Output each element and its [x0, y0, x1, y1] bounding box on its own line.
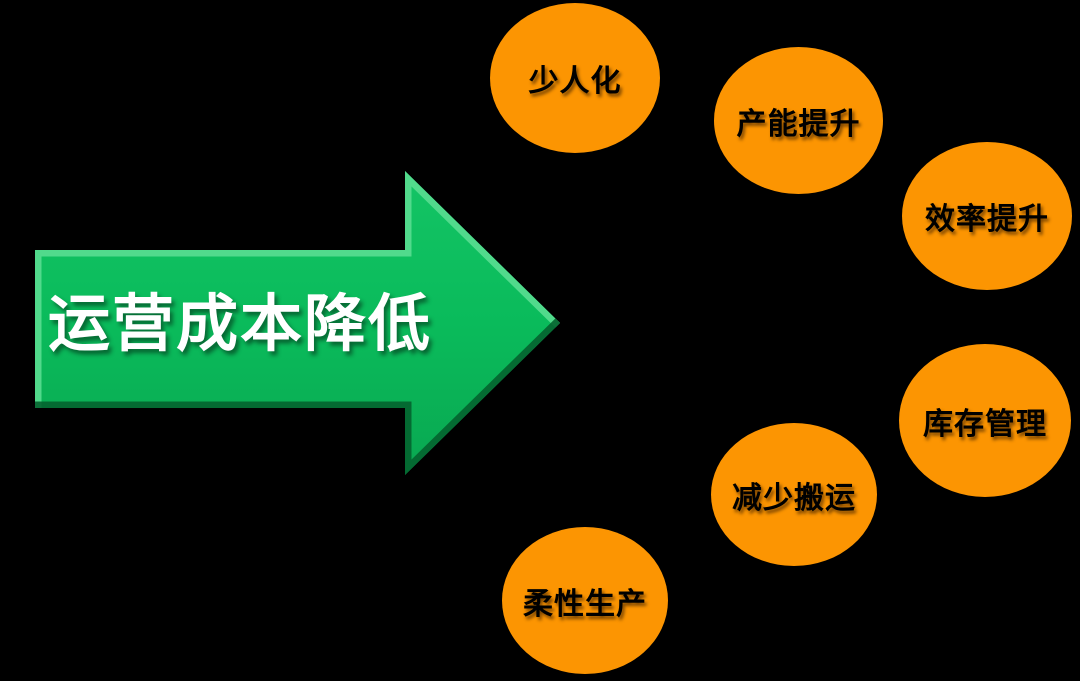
circle-inventory-management: 库存管理: [899, 344, 1071, 497]
circle-capacity-improvement: 产能提升: [714, 47, 883, 194]
circle-label: 少人化: [528, 65, 622, 98]
arrow-label: 运营成本降低: [47, 290, 432, 359]
circle-label: 柔性生产: [523, 587, 647, 621]
circle-less-manpower: 少人化: [490, 3, 660, 153]
circle-flexible-production: 柔性生产: [502, 527, 668, 674]
circle-label: 效率提升: [925, 203, 1049, 236]
circle-label: 产能提升: [736, 107, 861, 141]
circle-efficiency-improvement: 效率提升: [902, 142, 1072, 290]
circle-label: 库存管理: [923, 407, 1047, 441]
circle-label: 减少搬运: [732, 481, 856, 515]
circle-reduced-handling: 减少搬运: [711, 423, 877, 566]
